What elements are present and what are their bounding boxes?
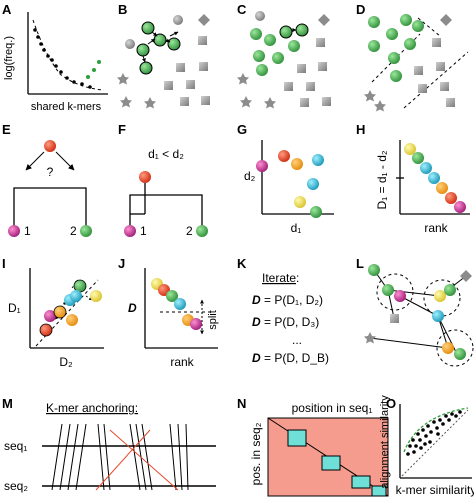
- panel-i: I D₁ D₂: [2, 256, 104, 369]
- panel-label: F: [118, 122, 126, 137]
- panel-label: A: [2, 2, 12, 17]
- panel-label: M: [2, 396, 13, 411]
- x-axis-label: k-mer similarity: [396, 483, 474, 497]
- leaf-2-label: 2: [186, 224, 193, 238]
- x-axis-label: shared k-mers: [31, 101, 102, 113]
- panel-label: G: [237, 122, 247, 137]
- query-node: [139, 171, 151, 183]
- partition-line: [403, 51, 469, 109]
- x-axis-label: rank: [424, 221, 448, 235]
- panel-label: D: [356, 2, 365, 17]
- leaf-node: [196, 225, 208, 237]
- panel-m: M K-mer anchoring: seq₁ seq₂: [2, 396, 216, 493]
- panel-label: C: [237, 2, 247, 17]
- homology-blocks: [287, 429, 387, 497]
- x-axis-label: position in seq₁: [292, 401, 373, 415]
- y-axis-label: log(freq.): [3, 36, 15, 80]
- iterate-title: Iterate:: [262, 271, 299, 285]
- network-edges: [369, 269, 467, 357]
- x-axis-label: d₁: [291, 221, 302, 235]
- panel-label: K: [237, 256, 247, 271]
- panel-h: H D₁ = d₁ - d₂ rank: [356, 122, 470, 235]
- iterate-ellipsis: ...: [292, 333, 302, 347]
- leaf-1-label: 1: [24, 224, 31, 238]
- y-axis-label: alignment similarity: [379, 395, 391, 489]
- condition-label: d₁ < d₂: [148, 147, 184, 161]
- tree-bracket: [13, 187, 87, 230]
- green-nodes: [136, 21, 181, 75]
- anchoring-title: K-mer anchoring:: [46, 401, 138, 415]
- cluster-circles: [376, 273, 474, 367]
- y-axis-label: d₂: [244, 169, 256, 183]
- leaf-2-label: 2: [70, 224, 77, 238]
- option-arrow: [25, 151, 45, 171]
- gray-shapes: [364, 14, 455, 112]
- gray-shapes: [237, 11, 331, 109]
- fit-curve: [403, 407, 469, 453]
- black-points: [33, 28, 92, 89]
- green-nodes: [368, 14, 424, 82]
- panel-c: C: [237, 2, 331, 109]
- anchor-links: [51, 423, 189, 491]
- panel-label: O: [386, 396, 396, 411]
- network-nodes: [364, 264, 472, 360]
- ranked-points: [404, 143, 466, 213]
- panel-a: A log(freq.) shared k-mers: [2, 2, 108, 113]
- leaf-node: [124, 225, 136, 237]
- panel-o: O alignment similarity k-mer similarity: [379, 395, 474, 497]
- leaf-node: [80, 225, 92, 237]
- x-axis-label: D₂: [59, 355, 73, 369]
- y-axis-label: D: [128, 301, 137, 315]
- panel-n: N position in seq₁ pos. in seq₂: [237, 396, 389, 497]
- panel-g: G d₂ d₁: [237, 122, 334, 235]
- split-label: split: [207, 310, 219, 330]
- link-arrows: [141, 31, 179, 63]
- green-points: [86, 60, 101, 79]
- panel-label: I: [2, 256, 6, 271]
- tree-bracket: [129, 194, 203, 230]
- scatter-points: [406, 410, 462, 456]
- option-arrow: [55, 151, 75, 171]
- panel-label: E: [2, 122, 11, 137]
- y-axis-label: D₁ = d₁ - d₂: [375, 150, 389, 209]
- spurious-links: [95, 429, 179, 491]
- panel-label: J: [118, 256, 125, 271]
- partition-line: [417, 17, 441, 37]
- green-nodes: [250, 23, 309, 76]
- panel-label: H: [356, 122, 365, 137]
- leaf-1-label: 1: [140, 224, 147, 238]
- panel-label: N: [237, 396, 246, 411]
- question-mark: ?: [47, 165, 54, 179]
- x-axis-label: rank: [170, 355, 194, 369]
- panel-f: F d₁ < d₂ 1 2: [118, 122, 208, 238]
- ranked-points: [151, 278, 202, 330]
- panel-l: L: [356, 256, 474, 367]
- panel-e: E ? 1 2: [2, 122, 92, 238]
- iterate-line-1: D = P(D₁, D₂): [252, 293, 323, 307]
- seq1-label: seq₁: [4, 439, 27, 453]
- scatter-points: [39, 279, 102, 337]
- query-node: [44, 140, 56, 152]
- identity-line: [401, 409, 469, 477]
- panel-d: D: [356, 2, 469, 112]
- trend-curve: [32, 19, 105, 91]
- scatter-points: [256, 150, 324, 218]
- panel-label: B: [118, 2, 127, 17]
- iterate-line-3: D = P(D, D_B): [252, 351, 329, 365]
- panel-j: J D rank split: [118, 256, 219, 369]
- seq2-label: seq₂: [4, 479, 28, 493]
- gray-shapes: [117, 14, 210, 109]
- panel-label: L: [356, 256, 364, 271]
- y-axis-label: pos. in seq₂: [249, 422, 263, 485]
- panel-b: B: [117, 2, 210, 109]
- leaf-node: [8, 225, 20, 237]
- iterate-line-2: D = P(D, D₃): [252, 315, 319, 329]
- panel-k: K Iterate: D = P(D₁, D₂) D = P(D, D₃) ..…: [237, 256, 329, 365]
- y-axis-label: D₁: [8, 301, 21, 315]
